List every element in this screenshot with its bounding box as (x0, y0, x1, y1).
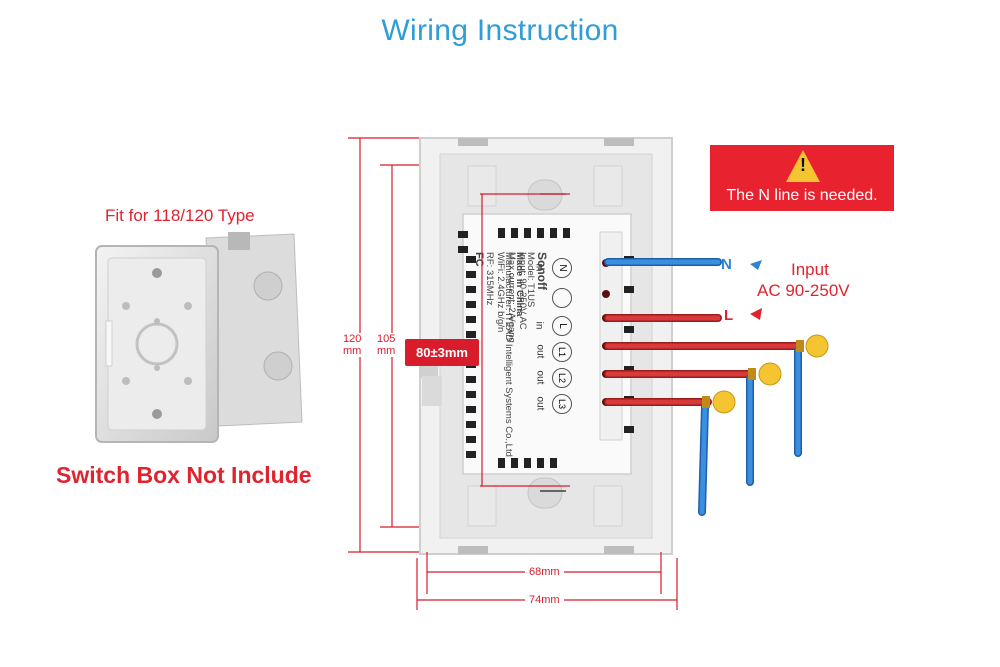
mounting-distance-lines (480, 193, 570, 487)
live-label: L (724, 307, 734, 324)
width-dimension-lines (416, 552, 678, 610)
bulb-icon (712, 390, 736, 414)
l-arrow-icon (750, 308, 762, 320)
warning-text: The N line is needed. (726, 187, 878, 204)
terminal-labels: N L L1 L2 L3 (552, 258, 582, 438)
bulb-connectors (702, 334, 829, 414)
box-side-wall (205, 233, 303, 427)
input-voltage-label: Input AC 90-250V (757, 259, 850, 301)
switch-box-illustration (95, 232, 303, 443)
switch-box-not-included-note: Switch Box Not Include (56, 462, 312, 488)
screw-hole-bottom (152, 409, 162, 419)
bulb-icon (805, 334, 829, 358)
width-inner-label: 68mm (525, 566, 564, 578)
page-title: Wiring Instruction (381, 14, 619, 47)
n-arrow-icon (750, 260, 762, 270)
wiring-diagram (604, 258, 829, 516)
terminal-blank (552, 288, 572, 308)
input-label-line2: AC 90-250V (757, 281, 850, 300)
bulb-icon (758, 362, 782, 386)
warning-box: ! The N line is needed. (710, 145, 894, 211)
box-clip (228, 232, 250, 250)
neutral-label: N (721, 256, 732, 273)
warning-exclamation: ! (800, 155, 806, 175)
width-outer-label: 74mm (525, 594, 564, 606)
mounting-distance-label: 80±3mm (405, 339, 479, 366)
warning-triangle-icon (786, 150, 820, 182)
fit-type-label: Fit for 118/120 Type (105, 206, 255, 225)
input-label-line1: Input (791, 260, 829, 279)
screw-hole-top (152, 268, 162, 278)
